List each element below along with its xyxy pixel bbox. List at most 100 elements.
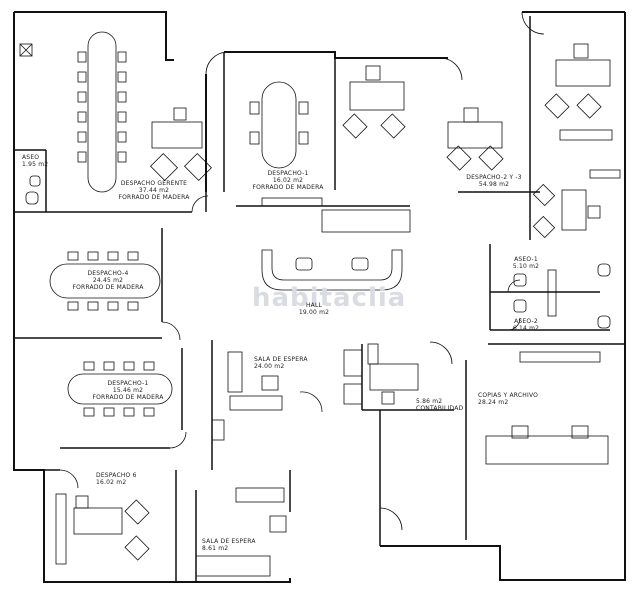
armchair — [269, 515, 287, 533]
door-corridor[interactable] — [379, 507, 403, 531]
conference-table — [87, 31, 117, 193]
cabinet — [55, 493, 67, 565]
chair — [87, 251, 99, 261]
chair — [127, 301, 139, 311]
armchair — [342, 113, 368, 139]
chair — [77, 151, 87, 163]
chair — [117, 131, 127, 143]
furniture-despacho-1-top — [249, 81, 411, 233]
interior-walls — [14, 16, 625, 582]
chair — [143, 407, 155, 417]
desk-chair — [587, 205, 601, 219]
door-sala[interactable] — [299, 391, 323, 413]
door-d4[interactable] — [161, 321, 181, 341]
room-label-despacho-gerente: DESPACHO GERENTE 37.44 m2 FORRADO DE MAD… — [118, 180, 190, 201]
cabinet — [559, 129, 613, 141]
meeting-table — [67, 373, 173, 405]
chair — [117, 71, 127, 83]
room-label-despacho-2-3: DESPACHO-2 Y -3 54.98 m2 — [466, 174, 522, 188]
partition — [547, 269, 557, 317]
chair — [249, 101, 260, 115]
sink — [513, 273, 527, 287]
room-label-aseo-1: ASEO-1 5.10 m2 — [512, 256, 540, 270]
cabinet — [367, 343, 379, 365]
chair — [67, 301, 79, 311]
armchair — [343, 349, 363, 377]
armchair — [380, 113, 406, 139]
wall-left — [13, 12, 180, 583]
desk — [561, 189, 587, 231]
sofa — [195, 555, 271, 577]
chair — [103, 407, 115, 417]
cabinet — [19, 43, 33, 57]
coffee-table — [261, 375, 279, 391]
room-label-copias-archivo: COPIAS Y ARCHIVO 28.24 m2 — [478, 392, 539, 406]
cabinet — [321, 209, 411, 233]
shelf — [519, 351, 601, 363]
furniture-sala-espera-1 — [211, 349, 363, 503]
chair — [83, 361, 95, 371]
furniture-sala-espera-2 — [195, 515, 287, 577]
desk-chair — [381, 391, 395, 405]
desk — [73, 507, 123, 535]
desk — [447, 121, 503, 149]
desk — [349, 81, 405, 111]
door-d1[interactable] — [205, 51, 229, 75]
desk — [369, 363, 419, 391]
wall-top-left — [14, 11, 174, 61]
furniture-copias — [485, 351, 609, 465]
chair — [77, 111, 87, 123]
wall-right — [380, 12, 626, 581]
room-label-despacho-1-mid: DESPACHO-1 15.46 m2 FORRADO DE MADERA — [92, 380, 164, 401]
room-label-aseo: ASEO 1.95 m2 — [22, 154, 49, 168]
furniture-hall — [261, 249, 403, 291]
door-aseo1[interactable] — [507, 279, 521, 293]
room-label-despacho-4: DESPACHO-4 24.45 m2 FORRADO DE MADERA — [72, 270, 144, 291]
furniture-despacho-1-mid — [67, 361, 173, 417]
armchair — [446, 145, 472, 171]
door-contab[interactable] — [429, 341, 453, 365]
armchair — [532, 215, 556, 239]
desk-chair — [173, 107, 187, 121]
armchair — [478, 145, 504, 171]
sink — [513, 299, 527, 313]
sofa — [227, 351, 243, 393]
armchair — [343, 383, 363, 405]
desk — [151, 121, 203, 149]
door-d23[interactable] — [439, 57, 463, 81]
wall-top-mid — [224, 51, 448, 59]
chair — [117, 151, 127, 163]
door-aseo2[interactable] — [507, 317, 521, 331]
door-d1b[interactable] — [169, 431, 187, 449]
room-label-sala-espera-2: SALA DE ESPERA 8.61 m2 — [202, 538, 256, 552]
furniture-despacho-4 — [49, 251, 161, 311]
desk-chair — [365, 65, 381, 81]
room-label-despacho-6: DESPACHO 6 16.02 m2 — [96, 472, 137, 486]
sofa — [235, 487, 285, 503]
door-d6[interactable] — [59, 469, 79, 489]
wall-bottom — [180, 578, 291, 583]
sofa — [229, 395, 283, 411]
armchair — [124, 535, 150, 561]
chair — [298, 131, 309, 145]
copy-table — [485, 435, 609, 465]
chair — [123, 361, 135, 371]
cabinet — [261, 197, 323, 207]
meeting-table — [261, 81, 297, 169]
chair — [143, 361, 155, 371]
meeting-table — [49, 263, 161, 299]
furniture-contabilidad — [367, 343, 419, 405]
room-label-despacho-1-top: DESPACHO-1 16.02 m2 FORRADO DE MADERA — [252, 170, 324, 191]
copier — [511, 425, 529, 439]
chair — [298, 101, 309, 115]
copier — [571, 425, 589, 439]
furniture-despacho-2-3 — [342, 43, 621, 239]
chair — [107, 251, 119, 261]
sofa — [211, 419, 225, 441]
door-right-top[interactable] — [521, 11, 545, 35]
desk-chair — [573, 43, 589, 59]
chair — [117, 91, 127, 103]
door-gerente[interactable] — [191, 195, 209, 213]
armchair — [124, 499, 150, 525]
